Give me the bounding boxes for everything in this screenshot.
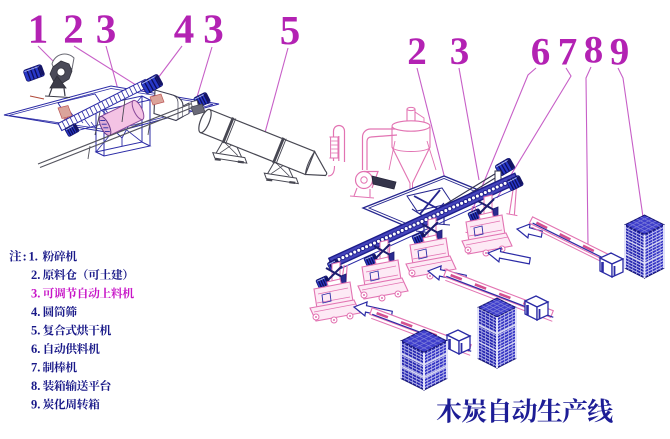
svg-text:2.: 2.	[31, 268, 40, 282]
svg-text::: :	[23, 249, 27, 264]
svg-text:7.: 7.	[31, 361, 40, 375]
svg-text:4.: 4.	[31, 305, 40, 319]
svg-text:7: 7	[558, 31, 578, 74]
svg-text:3: 3	[96, 6, 117, 52]
svg-text:1: 1	[28, 6, 49, 52]
svg-text:9.: 9.	[31, 398, 40, 412]
svg-text:8: 8	[584, 29, 604, 72]
svg-text:1.: 1.	[29, 250, 38, 264]
svg-text:8.: 8.	[31, 379, 40, 393]
svg-text:3.: 3.	[31, 287, 40, 301]
svg-text:6.: 6.	[31, 342, 40, 356]
svg-text:3: 3	[203, 6, 224, 52]
svg-text:6: 6	[531, 31, 551, 74]
svg-text:3: 3	[450, 30, 470, 73]
svg-text:9: 9	[610, 31, 630, 74]
svg-text:2: 2	[63, 6, 84, 52]
svg-text:2: 2	[407, 30, 427, 73]
svg-text:5: 5	[280, 7, 301, 53]
svg-text:5.: 5.	[31, 324, 40, 338]
svg-text:4: 4	[174, 6, 195, 52]
